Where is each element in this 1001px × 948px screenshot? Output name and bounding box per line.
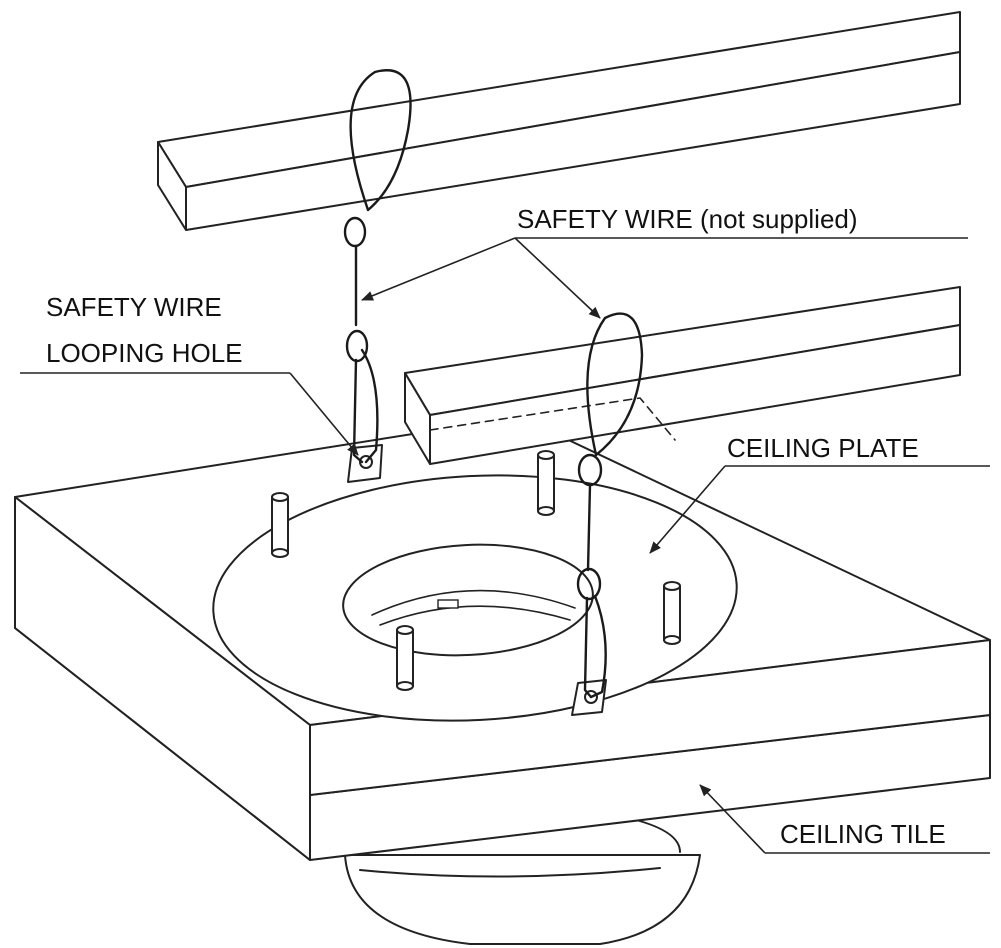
label-looping-hole-line2: LOOPING HOLE: [46, 338, 243, 368]
looping-hole-tab-right: [571, 679, 607, 716]
post-2: [537, 450, 555, 516]
lower-beam: [404, 286, 961, 465]
post-3: [663, 581, 681, 645]
safety-wire-right: [576, 312, 644, 699]
label-safety-wire: SAFETY WIRE (not supplied): [517, 204, 858, 234]
label-ceiling-tile: CEILING TILE: [780, 819, 946, 849]
post-4: [396, 625, 414, 691]
leader-ceiling-plate: [649, 465, 990, 554]
label-looping-hole-line1: SAFETY WIRE: [46, 292, 222, 322]
leader-looping-hole: [20, 372, 359, 456]
leader-ceiling-tile: [699, 784, 990, 854]
upper-beam: [157, 11, 961, 231]
post-1: [271, 492, 289, 558]
label-ceiling-plate: CEILING PLATE: [727, 433, 919, 463]
mounting-posts: [271, 450, 681, 691]
leader-safety-wire: [361, 237, 968, 319]
safety-wire-left: [343, 69, 412, 464]
